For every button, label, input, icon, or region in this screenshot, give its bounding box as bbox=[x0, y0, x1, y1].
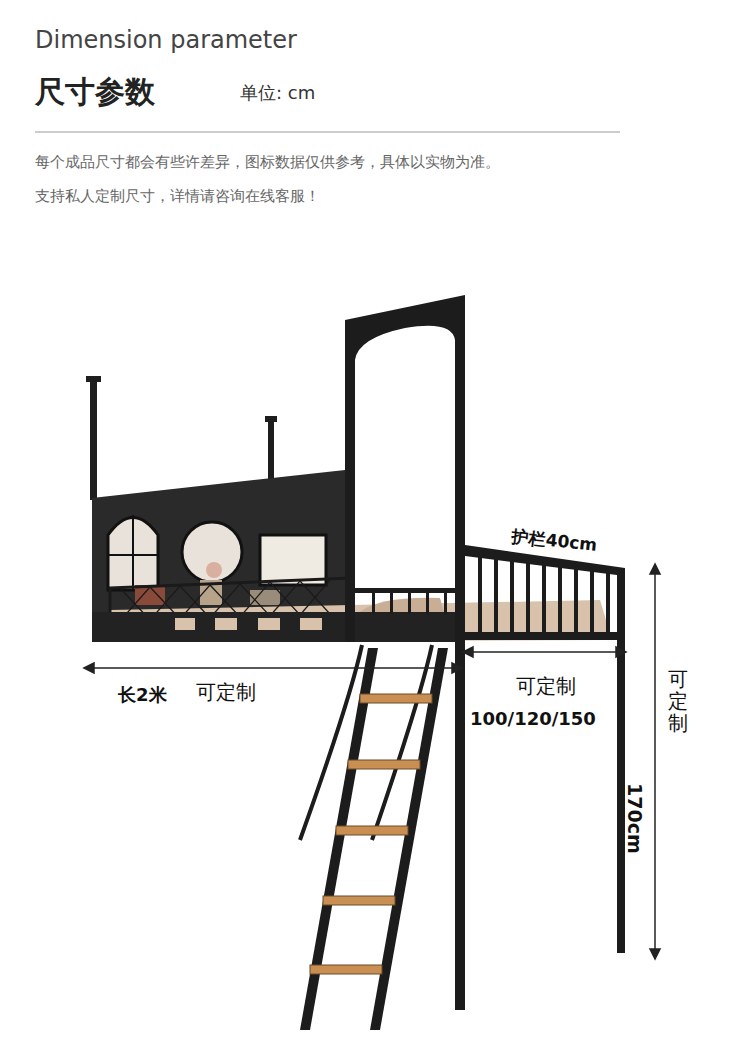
dimension-label: 长2米 bbox=[118, 684, 167, 706]
dimension-label: 170cm bbox=[623, 783, 646, 854]
custom-note: 可定制 bbox=[196, 680, 256, 704]
note: 支持私人定制尺寸，详情请咨询在线客服！ bbox=[35, 187, 320, 205]
note: 每个成品尺寸都会有些许差异，图标数据仅供参考，具体以实物为准。 bbox=[35, 153, 500, 171]
unit-note: 单位: cm bbox=[240, 82, 315, 104]
custom-note: 可定制 bbox=[668, 668, 688, 734]
dimension-label: 100/120/150 bbox=[470, 708, 596, 730]
heading-cn: 尺寸参数 bbox=[35, 74, 155, 110]
heading: Dimension parameter bbox=[35, 26, 297, 55]
custom-note: 可定制 bbox=[516, 674, 576, 698]
dimension-label: 护栏40cm bbox=[511, 526, 598, 555]
